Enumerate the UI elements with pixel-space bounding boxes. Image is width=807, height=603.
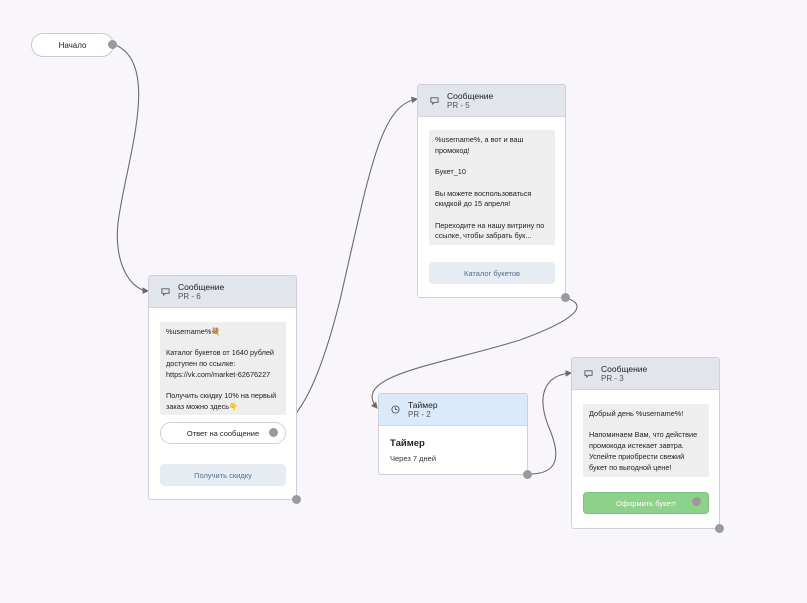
pr3-output-port[interactable] <box>715 524 724 533</box>
card-title: Сообщение <box>178 281 225 292</box>
card-header: Таймер PR - 2 <box>379 394 527 426</box>
speech-bubble-icon <box>429 96 439 106</box>
card-header: Сообщение PR - 5 <box>418 85 565 117</box>
start-output-port[interactable] <box>108 40 117 49</box>
catalog-button-label: Каталог букетов <box>463 268 521 278</box>
connector-pr2-to-pr3 <box>526 370 573 475</box>
order-button-output-port[interactable] <box>692 497 701 506</box>
card-header: Сообщение PR - 6 <box>149 276 296 308</box>
connector-pr5-to-pr2 <box>370 297 578 409</box>
card-title: Таймер <box>408 399 438 410</box>
connector-start-to-pr6 <box>112 43 150 294</box>
catalog-button[interactable]: Каталог букетов <box>429 262 555 284</box>
order-bouquet-button[interactable]: Оформить букет! <box>583 492 709 514</box>
pr6-output-port[interactable] <box>292 495 301 504</box>
start-label: Начало <box>58 40 87 50</box>
order-bouquet-button-label: Оформить букет! <box>616 498 676 508</box>
clock-icon <box>390 405 400 415</box>
start-node[interactable]: Начало <box>31 33 114 57</box>
message-card-pr6[interactable]: Сообщение PR - 6 %username%💐 Каталог бук… <box>148 275 297 500</box>
message-card-pr5[interactable]: Сообщение PR - 5 %username%, а вот и ваш… <box>417 84 566 298</box>
reply-button-label: Ответ на сообщение <box>186 428 260 438</box>
timer-delay: Через 7 дней <box>390 454 437 463</box>
message-text: %username%💐 Каталог букетов от 1640 рубл… <box>160 322 286 415</box>
get-discount-button[interactable]: Получить скидку <box>160 464 286 486</box>
card-subtitle: PR - 6 <box>178 291 201 301</box>
message-text: %username%, а вот и ваш промокод! Букет_… <box>429 130 555 245</box>
speech-bubble-icon <box>583 369 593 379</box>
message-text: Добрый день %username%! Напоминаем Вам, … <box>583 404 709 477</box>
reply-output-port[interactable] <box>269 428 278 437</box>
timer-card-pr2[interactable]: Таймер PR - 2 Таймер Через 7 дней <box>378 393 528 475</box>
card-subtitle: PR - 5 <box>447 100 470 110</box>
reply-button[interactable]: Ответ на сообщение <box>160 422 286 444</box>
pr2-output-port[interactable] <box>523 470 532 479</box>
pr5-output-port[interactable] <box>561 293 570 302</box>
card-title: Сообщение <box>601 363 648 374</box>
message-card-pr3[interactable]: Сообщение PR - 3 Добрый день %username%!… <box>571 357 720 529</box>
card-subtitle: PR - 2 <box>408 409 431 419</box>
speech-bubble-icon <box>160 287 170 297</box>
card-title: Сообщение <box>447 90 494 101</box>
card-header: Сообщение PR - 3 <box>572 358 719 390</box>
card-subtitle: PR - 3 <box>601 373 624 383</box>
get-discount-button-label: Получить скидку <box>194 470 252 480</box>
timer-title: Таймер <box>390 438 425 449</box>
